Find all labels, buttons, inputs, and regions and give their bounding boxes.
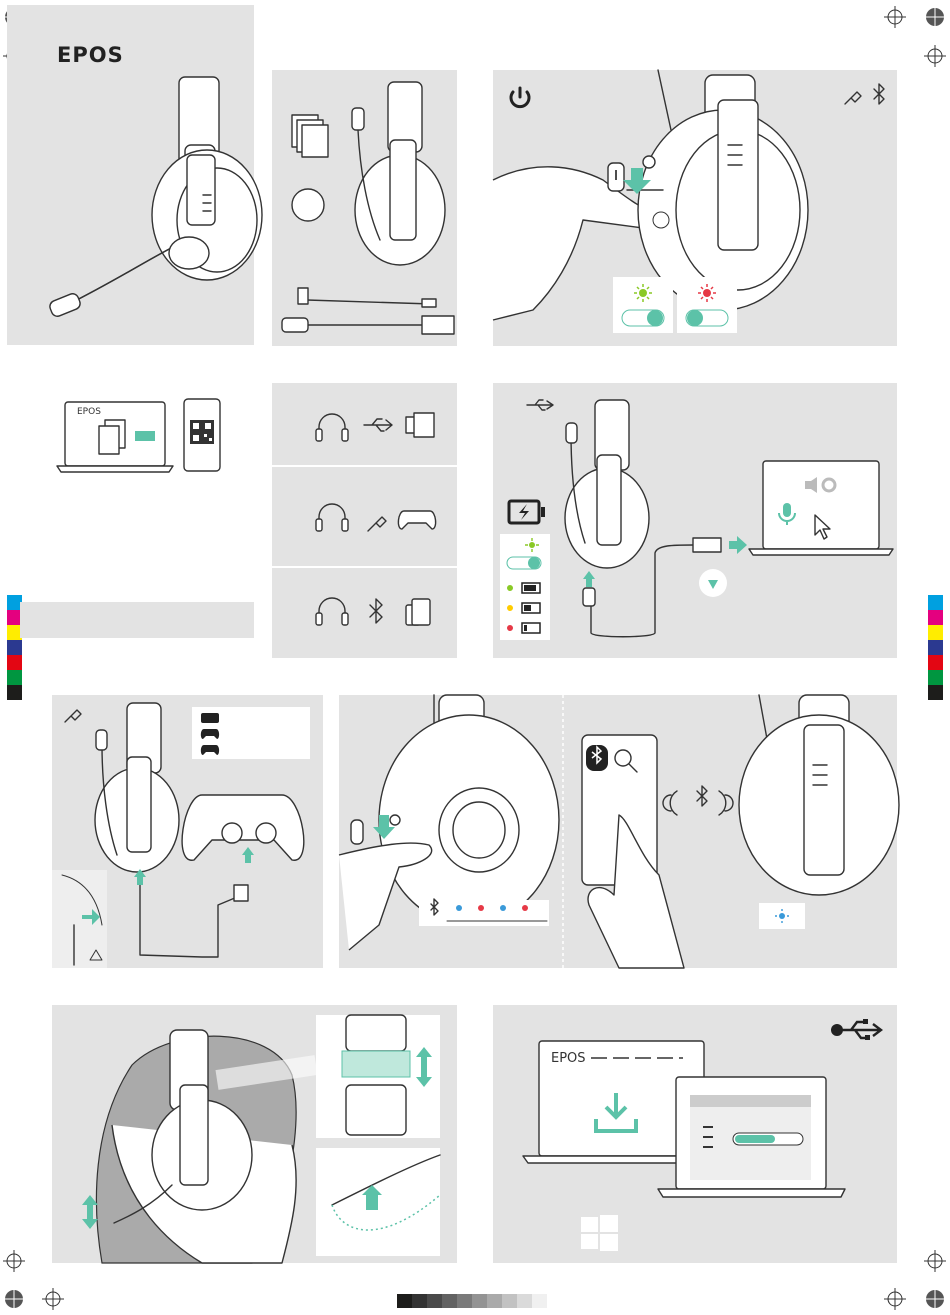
adjust-fit-illustration: [52, 1005, 457, 1263]
swatch-green: [928, 670, 943, 685]
registration-mark-bottom-left-2: [42, 1288, 64, 1310]
swatch-green: [7, 670, 22, 685]
analog-console-panel: [52, 695, 323, 968]
windows-icon: [581, 1215, 618, 1251]
gray-step: [532, 1294, 547, 1308]
cover-panel: EPOS: [7, 5, 254, 345]
gray-step: [487, 1294, 502, 1308]
software-panel-footer: [20, 602, 254, 638]
led-green-icon: [633, 283, 653, 303]
registration-mark-right: [924, 45, 946, 67]
software-panel: EPOS: [55, 398, 225, 478]
swatch-blue: [928, 640, 943, 655]
registration-mark-top-right: [884, 6, 906, 28]
color-bar-right: [928, 595, 943, 700]
usb-connection-illustration: [493, 383, 897, 658]
led-on-status: [613, 277, 673, 333]
gray-step: [517, 1294, 532, 1308]
firmware-update-panel: EPOS: [493, 1005, 897, 1263]
headset-illustration: [7, 5, 254, 345]
connection-modes-icons: [272, 383, 457, 658]
swatch-red: [7, 655, 22, 670]
registration-mark-bottom-right: [924, 1250, 946, 1272]
registration-mark-bottom-left-solid: [3, 1288, 25, 1310]
swatch-black: [928, 685, 943, 700]
headset-icon: [316, 598, 348, 625]
bluetooth-icon: [370, 599, 382, 623]
gray-scale-bar: [397, 1294, 547, 1308]
analog-console-illustration: [52, 695, 323, 968]
swatch-black: [7, 685, 22, 700]
gray-step: [442, 1294, 457, 1308]
laptop-illustration: [55, 398, 185, 476]
bluetooth-pairing-panel: [339, 695, 897, 968]
usb-connection-panel: [493, 383, 897, 658]
bluetooth-icon: [586, 745, 608, 771]
box-contents-illustration: [272, 70, 457, 346]
firmware-update-illustration: [493, 1005, 897, 1263]
qr-code-icon: [183, 398, 223, 474]
gray-step: [412, 1294, 427, 1308]
download-screen-brand: EPOS: [551, 1051, 586, 1066]
connection-modes-panel: [272, 383, 457, 658]
toggle-off-icon: [685, 309, 729, 327]
gray-step: [502, 1294, 517, 1308]
led-red-icon: [697, 283, 717, 303]
registration-mark-bottom-left: [3, 1250, 25, 1272]
laptop-screen-brand: EPOS: [77, 407, 101, 417]
pc-icon: [406, 413, 434, 437]
led-off-status: [677, 277, 737, 333]
power-on-panel: [493, 70, 897, 346]
swatch-yellow: [928, 625, 943, 640]
toggle-on-icon: [621, 309, 665, 327]
headset-icon: [316, 504, 348, 531]
swatch-red: [928, 655, 943, 670]
gray-step: [472, 1294, 487, 1308]
registration-mark-top-right-solid: [924, 6, 946, 28]
swatch-cyan: [928, 595, 943, 610]
usb-icon: [364, 419, 392, 431]
registration-mark-bottom-right-solid: [924, 1288, 946, 1310]
adjust-fit-panel: [52, 1005, 457, 1263]
gray-step: [397, 1294, 412, 1308]
swatch-blue: [7, 640, 22, 655]
gamepad-icon: [398, 511, 435, 529]
bluetooth-pairing-illustration: [339, 695, 897, 968]
box-contents-panel: [272, 70, 457, 346]
headset-icon: [316, 414, 348, 441]
analog-cable-icon: [368, 517, 386, 531]
mobile-devices-icon: [406, 599, 430, 625]
registration-mark-bottom-right-2: [884, 1288, 906, 1310]
swatch-magenta: [928, 610, 943, 625]
gray-step: [427, 1294, 442, 1308]
gray-step: [457, 1294, 472, 1308]
